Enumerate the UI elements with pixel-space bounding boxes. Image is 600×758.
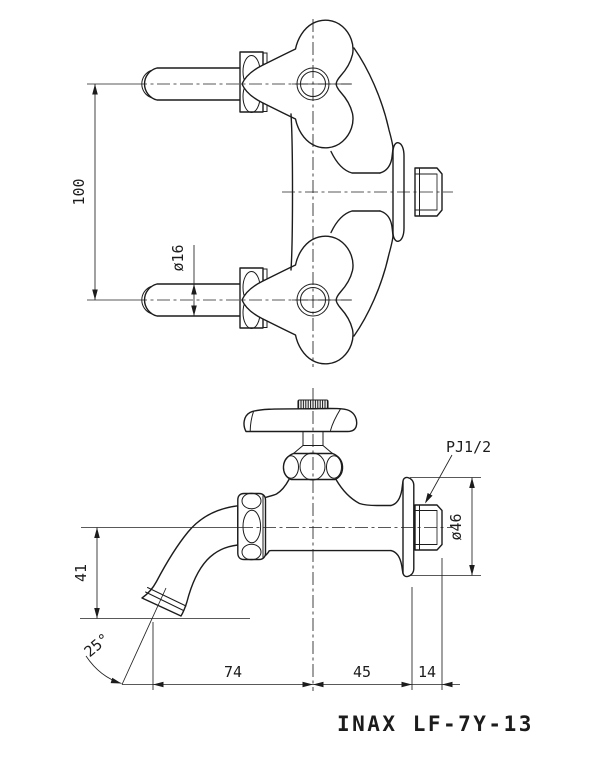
- plan-body: [290, 47, 394, 337]
- side-spout: [141, 505, 239, 617]
- plan-dimension-spout-diameter: ø16: [169, 244, 197, 316]
- side-wall-flange: [390, 476, 415, 578]
- side-spout-collar: [237, 492, 267, 561]
- plan-view: 100 ø16: [70, 19, 453, 367]
- plan-dimension-100: 100: [70, 84, 98, 300]
- dim-axis-to-wall-label: 45: [353, 663, 371, 681]
- dim-handle-pitch-label: 100: [70, 178, 88, 205]
- dim-flange-diameter-label: ø46: [447, 513, 465, 540]
- dim-thread-length-label: 14: [418, 663, 436, 681]
- side-thread-callout: PJ1/2: [422, 438, 491, 505]
- dim-reach-label: 74: [224, 663, 242, 681]
- dim-outlet-height-label: 41: [72, 564, 90, 582]
- dim-outlet-angle-label: 25°: [81, 630, 113, 661]
- side-valve-body: [264, 478, 392, 557]
- side-view: 41 25° 74 45 14 ø4: [72, 388, 491, 691]
- side-dimension-chain: 74 45 14: [122, 558, 460, 690]
- side-dimension-41: 41: [72, 527, 250, 619]
- dim-thread-type-label: PJ1/2: [446, 438, 491, 456]
- side-dimension-flange-46: ø46: [410, 477, 481, 576]
- drawing-title: INAX LF-7Y-13: [337, 712, 534, 736]
- side-handle: [243, 399, 358, 481]
- dim-spout-diameter-label: ø16: [169, 244, 187, 271]
